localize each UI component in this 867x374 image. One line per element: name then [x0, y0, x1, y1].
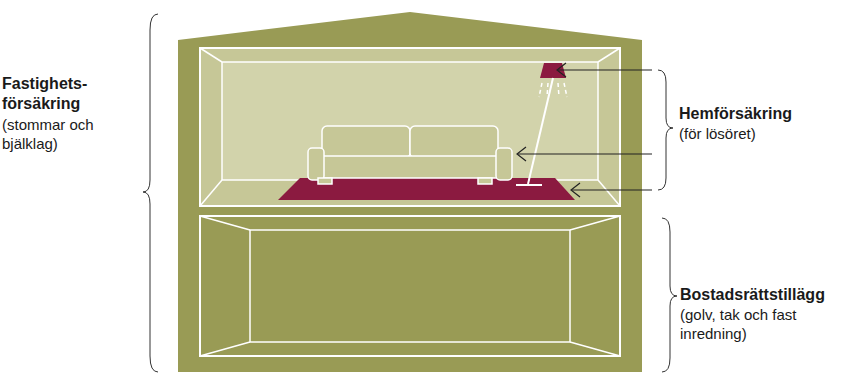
insurance-note: (stommar och bjälklag)	[2, 116, 102, 154]
sofa	[308, 126, 512, 184]
back-wall	[222, 62, 598, 180]
leader-arrow	[517, 63, 652, 197]
insurance-label: Bostadsrättstillägg	[680, 285, 865, 305]
insurance-label: Hemförsäkring	[679, 104, 864, 124]
brace	[662, 218, 677, 372]
house-shape	[178, 12, 642, 372]
top-room	[200, 48, 620, 206]
bottom-room	[200, 216, 620, 356]
insurance-note: (för lösöret)	[679, 125, 864, 144]
rug	[278, 178, 575, 200]
brace	[658, 70, 673, 190]
brace	[143, 14, 158, 372]
floor-lamp	[516, 63, 567, 185]
insurance-note: (golv, tak och fast inredning)	[680, 306, 798, 344]
insurance-label: Fastighets- försäkring	[2, 74, 134, 114]
